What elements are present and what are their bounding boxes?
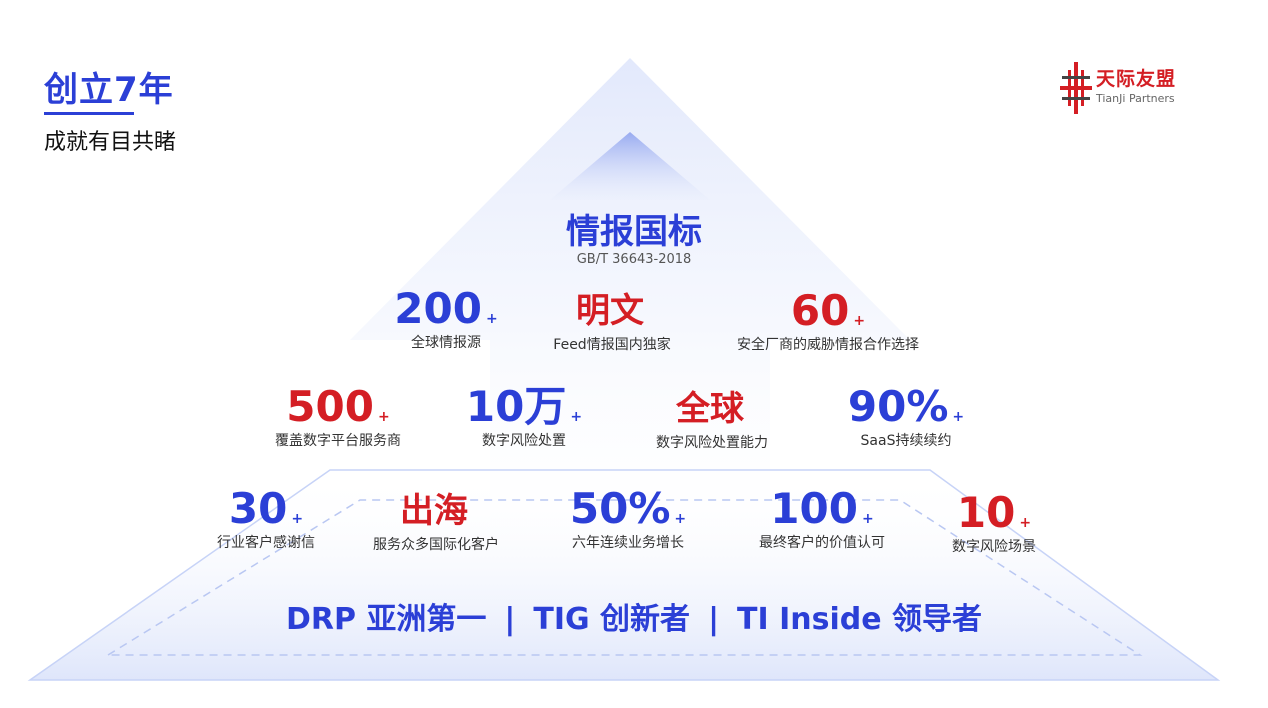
stat-value: 10万 — [465, 382, 567, 431]
stat-label: 全球情报源 — [411, 335, 481, 351]
logo-mark-icon — [1060, 62, 1092, 114]
page-subtitle: 成就有目共睹 — [44, 130, 177, 155]
center-title: 情报国标 — [566, 212, 702, 252]
awards-line: DRP 亚洲第一 | TIG 创新者 | TI Inside 领导者 — [0, 594, 1268, 638]
stat-value: 明文 — [576, 291, 644, 331]
stat-value: 500 — [286, 382, 374, 431]
stat-label: 六年连续业务增长 — [571, 535, 684, 551]
stat-item: 500+ 覆盖数字平台服务商 — [275, 384, 401, 450]
stat-plus: + — [377, 408, 390, 425]
logo-name-cn: 天际友盟 — [1096, 68, 1177, 90]
stat-item: 100+ 最终客户的价值认可 — [759, 486, 885, 552]
stat-plus: + — [485, 310, 498, 327]
stat-plus: + — [861, 510, 874, 527]
stat-value: 10 — [956, 488, 1016, 537]
stat-value: 30 — [228, 484, 288, 533]
title-underline — [44, 112, 134, 115]
stat-item: 出海 服务众多国际化客户 — [373, 488, 499, 554]
stat-label: 覆盖数字平台服务商 — [275, 433, 401, 449]
award-ti-inside: TI Inside 领导者 — [737, 602, 983, 637]
stat-value: 90% — [847, 382, 949, 431]
stat-label: 安全厂商的威胁情报合作选择 — [737, 337, 919, 353]
stat-label: 服务众多国际化客户 — [373, 537, 499, 553]
stat-item: 60+ 安全厂商的威胁情报合作选择 — [737, 288, 919, 354]
stat-item: 200+ 全球情报源 — [394, 286, 497, 352]
stat-value: 50% — [569, 484, 671, 533]
stat-value: 出海 — [400, 491, 468, 531]
stat-plus: + — [291, 510, 304, 527]
stat-plus: + — [674, 510, 687, 527]
award-drp: DRP 亚洲第一 — [285, 602, 487, 637]
stat-plus: + — [952, 408, 965, 425]
award-tig: TIG 创新者 — [533, 602, 691, 637]
company-logo: 天际友盟 TianJi Partners — [1060, 62, 1220, 114]
stat-label: 数字风险处置能力 — [656, 435, 768, 451]
stat-label: 行业客户感谢信 — [217, 535, 315, 551]
stat-item: 10+ 数字风险场景 — [952, 490, 1036, 556]
stat-value: 100 — [770, 484, 858, 533]
stat-label: Feed情报国内独家 — [553, 337, 671, 353]
stat-item: 30+ 行业客户感谢信 — [217, 486, 315, 552]
stat-label: 数字风险处置 — [482, 433, 566, 449]
separator: | — [708, 602, 720, 637]
separator: | — [504, 602, 516, 637]
stat-item: 全球 数字风险处置能力 — [656, 386, 768, 452]
stat-value: 200 — [394, 284, 482, 333]
stat-plus: + — [1019, 514, 1032, 531]
stat-item: 10万+ 数字风险处置 — [466, 384, 582, 450]
stat-plus: + — [853, 312, 866, 329]
stat-label: SaaS持续续约 — [860, 433, 952, 449]
stat-item: 50%+ 六年连续业务增长 — [570, 486, 686, 552]
stat-plus: + — [570, 408, 583, 425]
stat-label: 数字风险场景 — [952, 539, 1036, 555]
page-title: 创立7年 — [44, 70, 174, 110]
center-subtitle: GB/T 36643-2018 — [576, 252, 692, 267]
logo-name-en: TianJi Partners — [1096, 92, 1175, 105]
stat-item: 90%+ SaaS持续续约 — [848, 384, 964, 450]
stat-item: 明文 Feed情报国内独家 — [553, 288, 670, 354]
stat-value: 60 — [790, 286, 850, 335]
stat-value: 全球 — [676, 389, 744, 429]
stat-label: 最终客户的价值认可 — [759, 535, 885, 551]
